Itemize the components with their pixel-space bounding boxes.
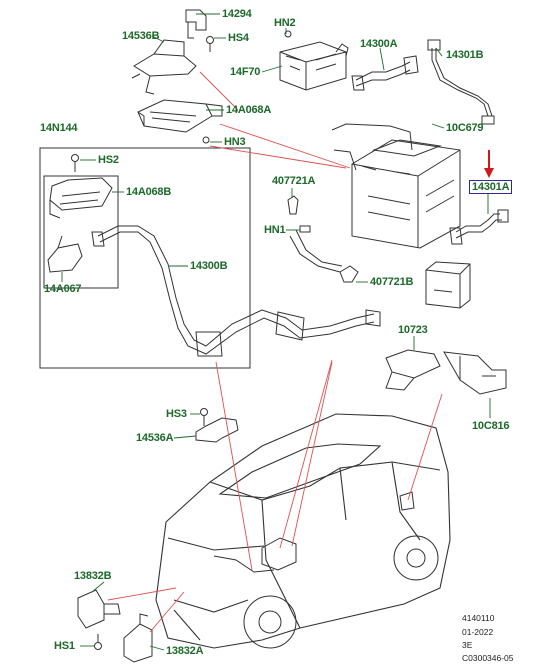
- harness-14300b: [91, 225, 381, 357]
- footer-code-1: 4140110: [462, 613, 495, 623]
- module-14f70: [279, 41, 349, 91]
- detail-frame: [39, 147, 251, 369]
- callout-leaders: [61, 13, 491, 651]
- screw-hs4: [206, 36, 214, 52]
- horn-13832b: [77, 589, 121, 629]
- callout-hn2: HN2: [274, 17, 296, 29]
- callout-14294: 14294: [222, 8, 252, 20]
- vehicle-outline: [155, 413, 451, 649]
- front-wheel: [243, 595, 297, 649]
- callout-14536a: 14536A: [136, 432, 174, 444]
- bracket-14a067: [47, 235, 83, 273]
- callout-14a068b: 14A068B: [126, 186, 172, 198]
- callout-hn1: HN1: [264, 224, 286, 236]
- footer-illustration-id: C0300346-05: [462, 653, 514, 663]
- screw-hs3: [200, 408, 208, 426]
- callout-14f70: 14F70: [230, 66, 261, 78]
- rear-wheel-hub: [406, 548, 426, 568]
- footer-revision: 3E: [462, 640, 473, 650]
- screw-hs2: [71, 154, 79, 172]
- bracket-10723: [385, 349, 441, 391]
- nut-hn2: [284, 30, 292, 38]
- callout-14n144: 14N144: [40, 122, 78, 134]
- bracket-14294: [185, 9, 207, 39]
- clip-407721b: [339, 265, 359, 283]
- module-14a068b: [49, 177, 113, 219]
- battery: [351, 139, 461, 249]
- callout-407721a: 407721A: [272, 175, 316, 187]
- callout-13832b: 13832B: [74, 570, 112, 582]
- cable-14301a: [449, 209, 509, 245]
- footer-date: 01-2022: [462, 627, 494, 637]
- bracket-10c816: [443, 351, 507, 395]
- callout-14300a: 14300A: [360, 38, 398, 50]
- clip-407721a: [287, 195, 299, 215]
- engine-bay-module: [213, 491, 415, 573]
- callout-10723: 10723: [398, 324, 428, 336]
- clip-hn1: [299, 225, 311, 233]
- callout-10c816: 10C816: [472, 420, 510, 432]
- callout-14536b: 14536B: [122, 30, 160, 42]
- nut-hn3: [202, 136, 210, 144]
- inset-frame: [43, 175, 119, 289]
- callout-14a067: 14A067: [44, 283, 82, 295]
- harness-14300a: [351, 55, 419, 91]
- location-leaders: [107, 71, 443, 633]
- callout-14301a: 14301A: [469, 180, 513, 194]
- callout-hs4: HS4: [228, 32, 249, 44]
- highlight-arrow: [484, 150, 494, 178]
- callout-13832a: 13832A: [166, 645, 204, 657]
- cable-14301b: [427, 39, 495, 125]
- horn-13832a: [123, 613, 153, 663]
- callout-14300b: 14300B: [190, 260, 228, 272]
- bracket-14536b: [131, 39, 197, 95]
- battery-tray: [289, 123, 413, 273]
- front-wheel-hub: [258, 610, 282, 634]
- callout-hn3: HN3: [224, 136, 246, 148]
- screw-hs1: [94, 634, 102, 650]
- aux-battery: [425, 261, 471, 309]
- module-14a068a: [137, 99, 223, 133]
- callout-407721b: 407721B: [370, 276, 414, 288]
- callout-hs2: HS2: [98, 154, 119, 166]
- callout-hs3: HS3: [166, 408, 187, 420]
- bracket-14536a: [195, 417, 239, 443]
- callout-hs1: HS1: [54, 640, 75, 652]
- rear-wheel: [393, 535, 439, 581]
- callout-14301b: 14301B: [446, 49, 484, 61]
- callout-10c679: 10C679: [446, 122, 484, 134]
- callout-14a068a: 14A068A: [226, 104, 272, 116]
